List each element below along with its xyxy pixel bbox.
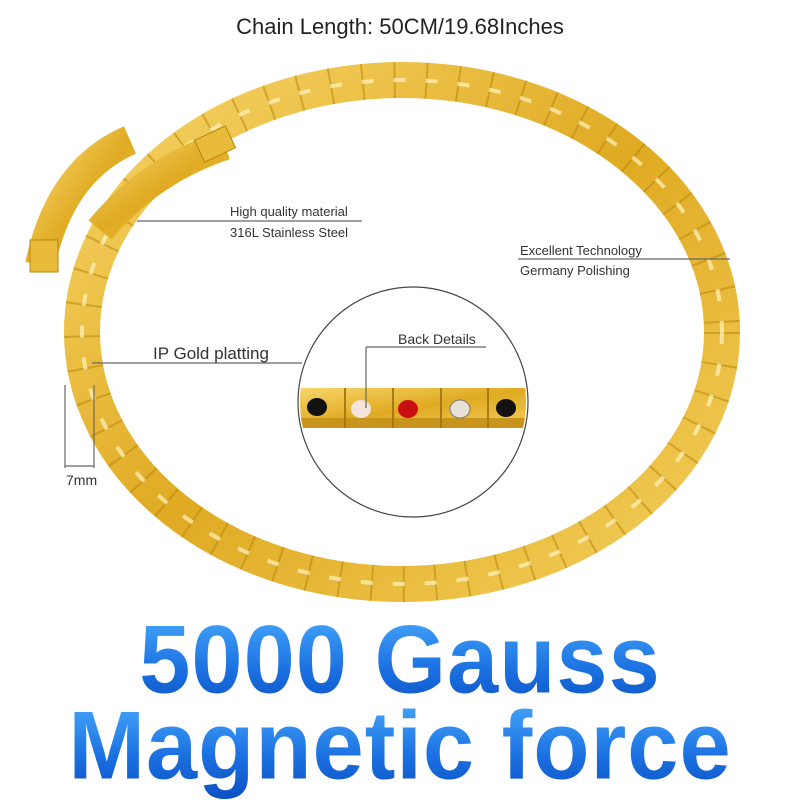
back-detail-chain bbox=[300, 388, 526, 428]
necklace-chain bbox=[25, 62, 740, 602]
far-infrared-stone-icon bbox=[449, 399, 471, 419]
clasp-icon bbox=[29, 239, 59, 273]
technology-spec: Germany Polishing bbox=[520, 263, 630, 278]
headline-magnetic-force: Magnetic force bbox=[0, 691, 800, 800]
callout-lines bbox=[64, 220, 730, 468]
back-details-label: Back Details bbox=[398, 331, 476, 347]
plating-label: IP Gold platting bbox=[153, 344, 269, 363]
headline-gauss: 5000 Gauss bbox=[0, 605, 800, 715]
material-spec: 316L Stainless Steel bbox=[230, 225, 349, 240]
germanium-stone-icon bbox=[351, 400, 371, 418]
black-magnet-icon bbox=[496, 399, 516, 417]
material-label: High quality material bbox=[230, 204, 348, 219]
black-magnet-icon bbox=[307, 398, 327, 416]
chain-length-title: Chain Length: 50CM/19.68Inches bbox=[236, 14, 564, 39]
width-label: 7mm bbox=[66, 472, 98, 488]
red-stone-icon bbox=[398, 400, 418, 418]
technology-label: Excellent Technology bbox=[520, 243, 642, 258]
